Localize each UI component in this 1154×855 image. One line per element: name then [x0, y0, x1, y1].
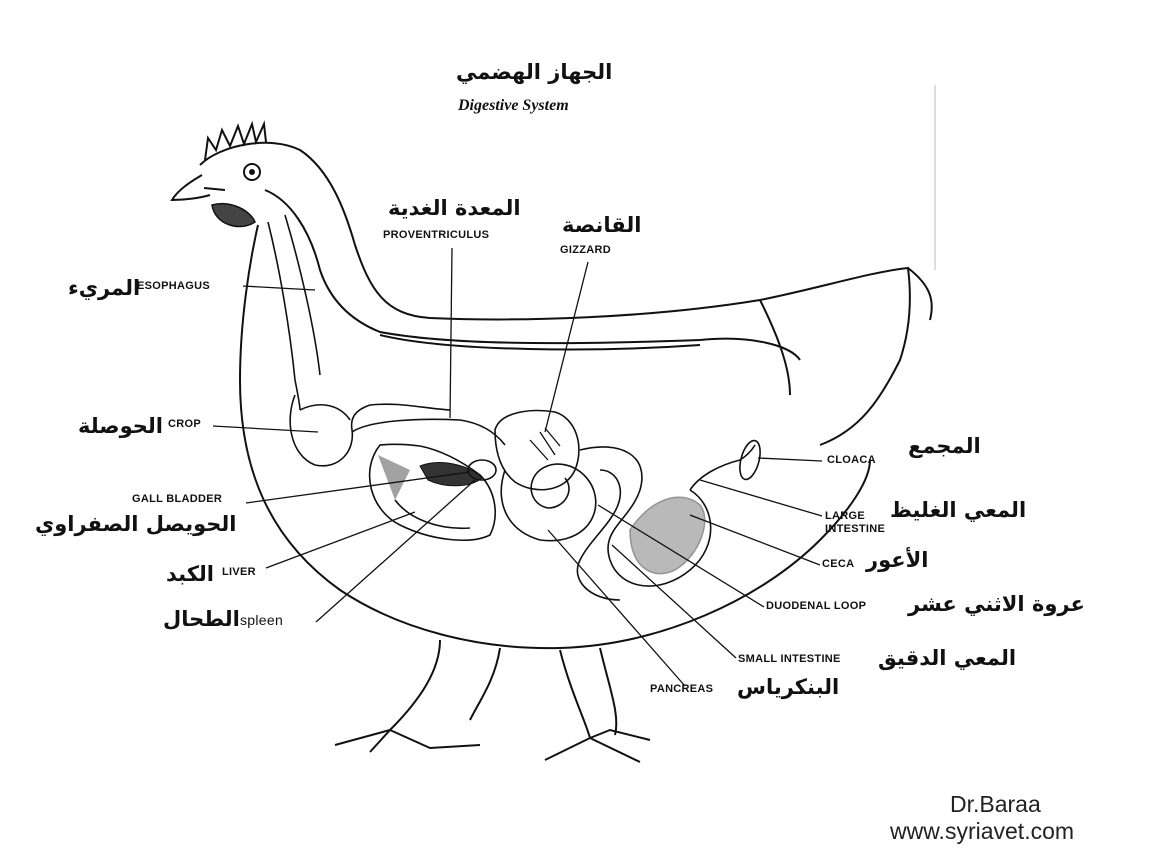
tail-outline	[760, 268, 932, 395]
label-small-intestine-ar: المعي الدقيق	[878, 648, 1016, 669]
title-english: Digestive System	[458, 98, 569, 114]
label-cloaca-ar: المجمع	[908, 436, 981, 457]
label-proventriculus-en: PROVENTRICULUS	[383, 230, 489, 241]
label-small-intestine-en: SMALL INTESTINE	[738, 654, 841, 665]
large-intestine	[690, 445, 755, 490]
leader-gizzard	[545, 262, 588, 432]
label-spleen-en: spleen	[240, 613, 283, 627]
label-pancreas-en: PANCREAS	[650, 684, 713, 695]
cloaca-shape	[736, 438, 764, 481]
head-outline	[200, 143, 910, 445]
label-crop-en: CROP	[168, 419, 201, 430]
liver-shade	[378, 455, 410, 500]
label-cloaca-en: CLOACA	[827, 455, 876, 466]
wattle	[212, 204, 255, 227]
breast-outline	[240, 225, 870, 648]
label-large-intestine-ar: المعي الغليظ	[890, 500, 1026, 521]
leader-proventriculus	[450, 248, 452, 418]
title-arabic: الجهاز الهضمي	[456, 62, 612, 83]
label-pancreas-ar: البنكرياس	[737, 677, 839, 698]
leader-gall-bladder	[246, 472, 470, 503]
label-duodenal-loop-en: DUODENAL LOOP	[766, 601, 866, 612]
leg-right	[545, 650, 650, 762]
duodenum	[501, 464, 595, 541]
label-duodenal-loop-ar: عروة الاثني عشر	[908, 594, 1085, 615]
leg-right-back	[600, 648, 616, 735]
label-liver-en: LIVER	[222, 567, 256, 578]
liver-lower	[395, 500, 470, 528]
label-ceca-en: CECA	[822, 559, 854, 570]
label-gall-bladder-en: GALL BLADDER	[132, 494, 222, 505]
ceca-shape	[630, 497, 705, 573]
label-esophagus-ar: المريء	[68, 278, 140, 299]
label-gall-bladder-ar: الحويصل الصفراوي	[35, 514, 236, 535]
gizzard	[495, 411, 579, 490]
label-crop-ar: الحوصلة	[78, 416, 163, 437]
label-esophagus-en: ESOPHAGUS	[137, 281, 210, 292]
leg-left	[335, 640, 480, 752]
proventriculus	[352, 419, 505, 445]
credit-author: Dr.Baraa	[950, 793, 1041, 816]
credit-website: www.syriavet.com	[890, 820, 1074, 843]
small-intestine-loops-2	[577, 470, 620, 600]
label-proventriculus-ar: المعدة الغدية	[388, 198, 521, 219]
label-spleen-ar: الطحال	[163, 609, 240, 630]
leader-large-intestine	[700, 480, 822, 516]
liver	[370, 444, 496, 540]
gizzard-detail	[530, 428, 560, 460]
pupil	[249, 169, 255, 175]
leader-crop	[213, 426, 318, 432]
leader-cloaca	[758, 458, 822, 461]
label-gizzard-ar: القانصة	[562, 215, 641, 236]
crop-inner	[300, 405, 350, 420]
leg-left-back	[470, 648, 500, 720]
label-ceca-ar: الأعور	[866, 550, 928, 571]
label-liver-ar: الكبد	[166, 564, 214, 585]
beak-lower	[204, 188, 225, 190]
label-gizzard-en: GIZZARD	[560, 245, 611, 256]
